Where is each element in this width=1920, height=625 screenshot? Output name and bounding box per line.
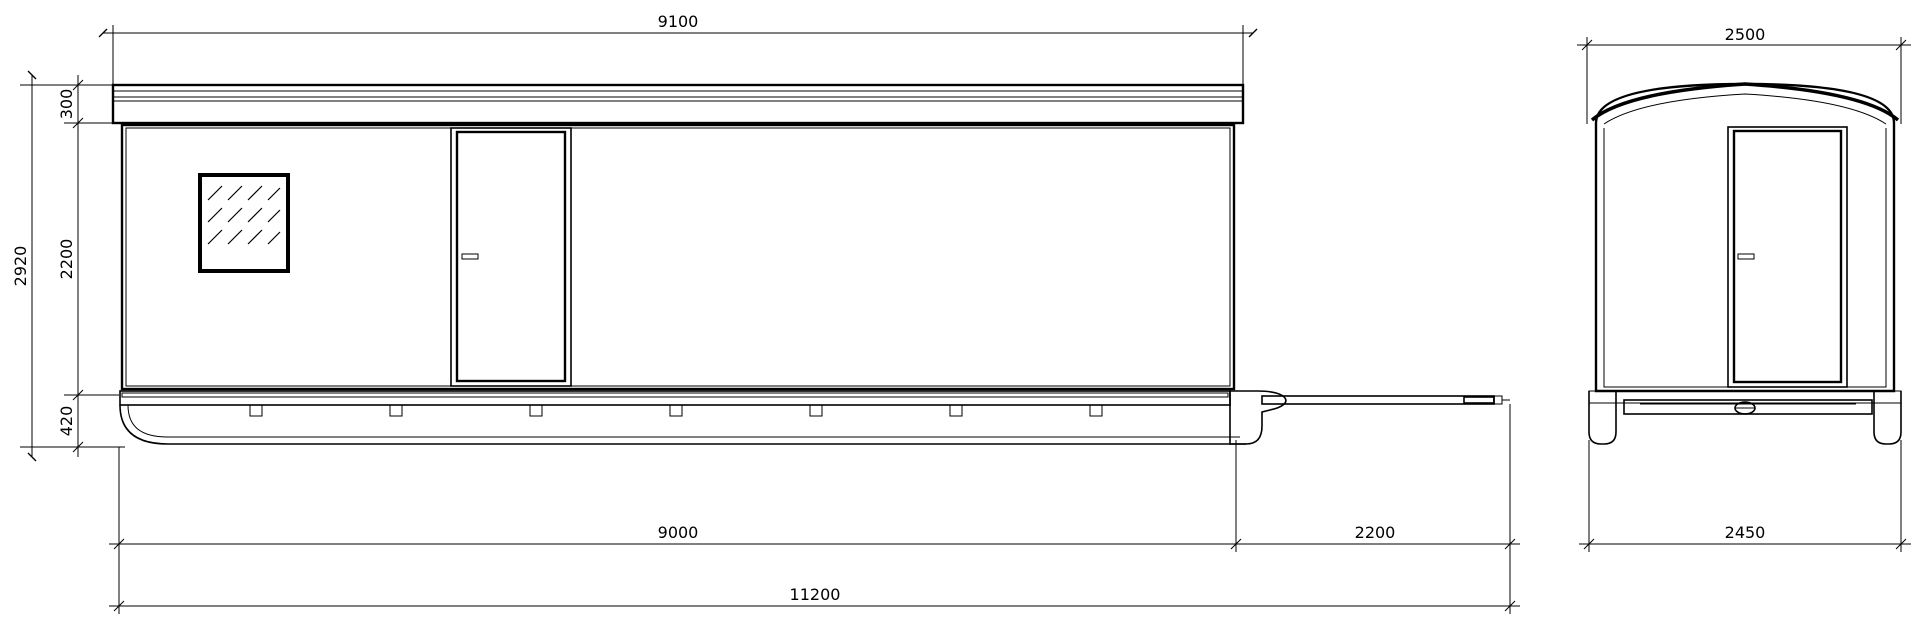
dim-end-bottom: 2450: [1579, 440, 1911, 552]
chassis: [119, 390, 1287, 445]
window: [198, 173, 290, 273]
dim-end-top-label: 2500: [1725, 25, 1766, 44]
dim-bottom: 9000 2200 11200: [109, 404, 1520, 614]
dim-heights: 2920 300 2200 420: [11, 70, 125, 462]
end-door: [1727, 126, 1848, 388]
dim-end-top: 2500: [1577, 25, 1911, 124]
end-view: 2500 2450: [1577, 25, 1911, 552]
dim-wall-height-label: 2200: [57, 239, 76, 280]
dim-top-width-label: 9100: [658, 12, 699, 31]
dim-drawbar-length-label: 2200: [1355, 523, 1396, 542]
dim-roof-height-label: 300: [57, 89, 76, 120]
door: [450, 127, 572, 387]
dim-total-length-label: 11200: [790, 585, 841, 604]
drawbar: [1261, 395, 1510, 405]
dim-body-length-label: 9000: [658, 523, 699, 542]
dim-end-bottom-label: 2450: [1725, 523, 1766, 542]
dim-top-width: 9100: [98, 12, 1258, 84]
roof: [111, 83, 1245, 125]
dim-base-height-label: 420: [57, 406, 76, 437]
dim-total-height-label: 2920: [11, 246, 30, 287]
wall-body: [120, 123, 1236, 391]
end-skids: [1588, 390, 1902, 445]
side-view: 9100 2920 300 2200 420: [11, 12, 1520, 614]
